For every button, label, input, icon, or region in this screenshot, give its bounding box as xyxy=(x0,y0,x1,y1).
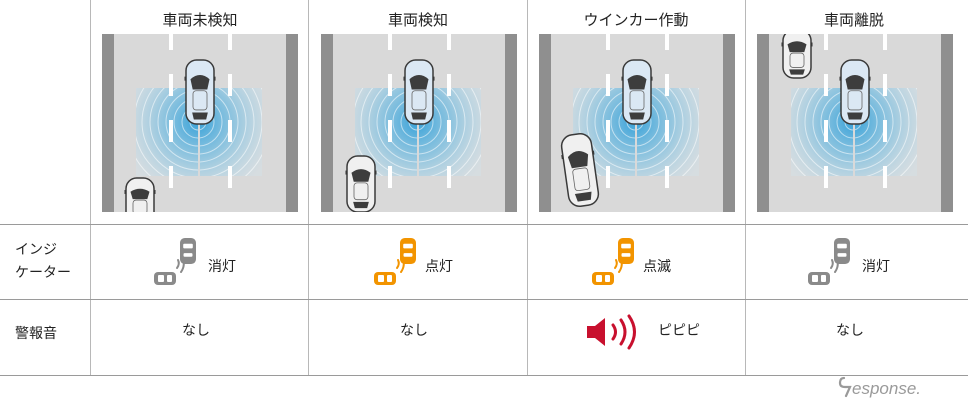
own-vehicle xyxy=(621,59,653,125)
road-scene-turn-signal xyxy=(539,34,735,212)
indicator-state-turn-signal: 点滅 xyxy=(643,259,671,275)
column-title-turn-signal: ウインカー作動 xyxy=(583,11,689,29)
alarm-sound-turn-signal: ピピピ xyxy=(658,323,700,339)
column-title-undetected: 車両未検知 xyxy=(162,11,238,29)
table-divider xyxy=(527,0,528,376)
road-scene-detected xyxy=(321,34,517,212)
indicator-cars-icon xyxy=(592,238,634,285)
row-label-indicator: インジ ケーター xyxy=(15,239,71,285)
column-title-departure: 車両離脱 xyxy=(823,11,884,29)
own-vehicle xyxy=(403,59,435,125)
alarm-sound-detected: なし xyxy=(400,323,428,339)
table-divider xyxy=(0,224,968,225)
indicator-cars-icon xyxy=(808,238,850,285)
own-vehicle xyxy=(839,59,871,125)
alarm-sound-undetected: なし xyxy=(182,323,210,339)
svg-text:esponse.: esponse. xyxy=(852,379,921,398)
indicator-state-departure: 消灯 xyxy=(862,259,890,275)
indicator-state-undetected: 消灯 xyxy=(208,259,236,275)
table-divider xyxy=(0,375,968,376)
own-vehicle xyxy=(184,59,216,125)
road-scene-departure xyxy=(757,34,953,212)
table-divider xyxy=(745,0,746,376)
row-label-indicator-line2: ケーター xyxy=(15,265,71,281)
indicator-state-detected: 点灯 xyxy=(425,259,453,275)
indicator-icon-turn-signal xyxy=(592,238,634,285)
table-divider xyxy=(90,0,91,376)
response-logo: esponse. xyxy=(838,376,921,398)
indicator-icon-undetected xyxy=(154,238,196,285)
table-divider xyxy=(0,299,968,300)
adjacent-vehicle xyxy=(345,155,377,212)
alarm-sound-departure: なし xyxy=(836,323,864,339)
adjacent-vehicle xyxy=(124,177,156,212)
adjacent-vehicle xyxy=(781,34,813,79)
column-title-detected: 車両検知 xyxy=(387,11,448,29)
indicator-icon-departure xyxy=(808,238,850,285)
adjacent-vehicle xyxy=(560,132,600,208)
indicator-cars-icon xyxy=(374,238,416,285)
speaker-icon xyxy=(587,314,636,350)
road-scene-undetected xyxy=(102,34,298,212)
indicator-icon-detected xyxy=(374,238,416,285)
table-divider xyxy=(308,0,309,376)
indicator-cars-icon xyxy=(154,238,196,285)
row-label-alarm: 警報音 xyxy=(15,326,57,342)
row-label-indicator-line1: インジ xyxy=(15,242,57,258)
